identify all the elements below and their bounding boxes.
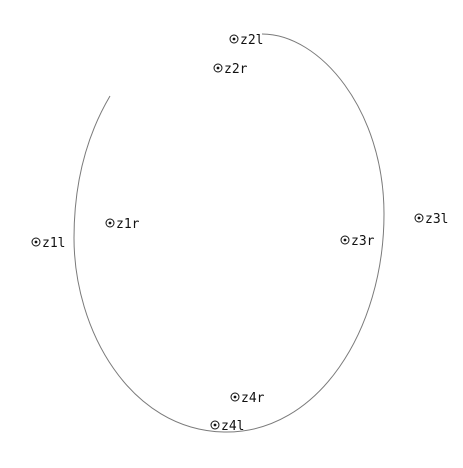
label-z1l: z1l: [42, 236, 65, 251]
label-z4l: z4l: [221, 419, 244, 434]
point-z4l: z4l: [210, 419, 244, 434]
circled-dot-icon: [210, 420, 220, 430]
point-z1l: z1l: [31, 236, 65, 251]
point-z1r: z1r: [105, 217, 140, 232]
circled-dot-icon: [229, 34, 239, 44]
outline-curve: [73, 33, 385, 433]
point-z3l: z3l: [414, 212, 448, 227]
point-z2r: z2r: [213, 62, 248, 77]
label-z2l: z2l: [240, 33, 263, 48]
circled-dot-icon: [31, 237, 41, 247]
circled-dot-icon: [105, 218, 115, 228]
point-z3r: z3r: [340, 234, 375, 249]
point-z4r: z4r: [230, 391, 265, 406]
circled-dot-icon: [230, 392, 240, 402]
circled-dot-icon: [340, 235, 350, 245]
label-z3r: z3r: [351, 234, 375, 249]
label-z4r: z4r: [241, 391, 265, 406]
label-z1r: z1r: [116, 217, 140, 232]
circled-dot-icon: [213, 63, 223, 73]
label-z2r: z2r: [224, 62, 248, 77]
circled-dot-icon: [414, 213, 424, 223]
label-z3l: z3l: [425, 212, 448, 227]
point-markers: z1l z1r z2l z2r: [31, 33, 448, 434]
point-z2l: z2l: [229, 33, 263, 48]
